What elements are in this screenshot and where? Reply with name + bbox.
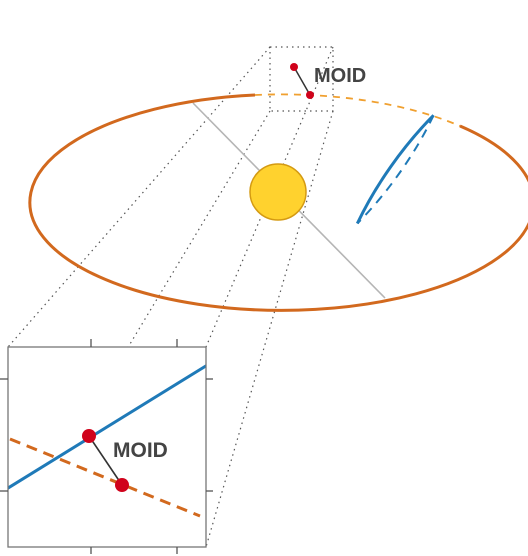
inset-frame [7, 346, 207, 548]
inset-background [8, 347, 206, 547]
inset-panel: MOID [0, 339, 213, 554]
zoom-box [269, 46, 334, 112]
moid-point-earth-orbit [306, 91, 314, 99]
inset-moid-point-object-orbit [82, 429, 96, 443]
object-orbit-below-dashed [356, 114, 435, 225]
moid-label-inset: MOID [113, 439, 168, 462]
moid-point-object-orbit [290, 63, 298, 71]
moid-label-main: MOID [314, 65, 366, 87]
inset-ticks [0, 339, 213, 554]
earth-orbit-far-dashed [254, 93, 461, 127]
earth-orbit [28, 93, 528, 312]
inset-object-orbit [8, 364, 206, 490]
sun-icon [249, 163, 307, 221]
inset-moid-point-earth-orbit [115, 478, 129, 492]
moid-segment [293, 66, 311, 96]
inset-moid-segment [88, 435, 123, 486]
inset-earth-orbit [9, 437, 201, 518]
object-orbit-group [355, 114, 435, 225]
object-orbit [355, 114, 435, 225]
